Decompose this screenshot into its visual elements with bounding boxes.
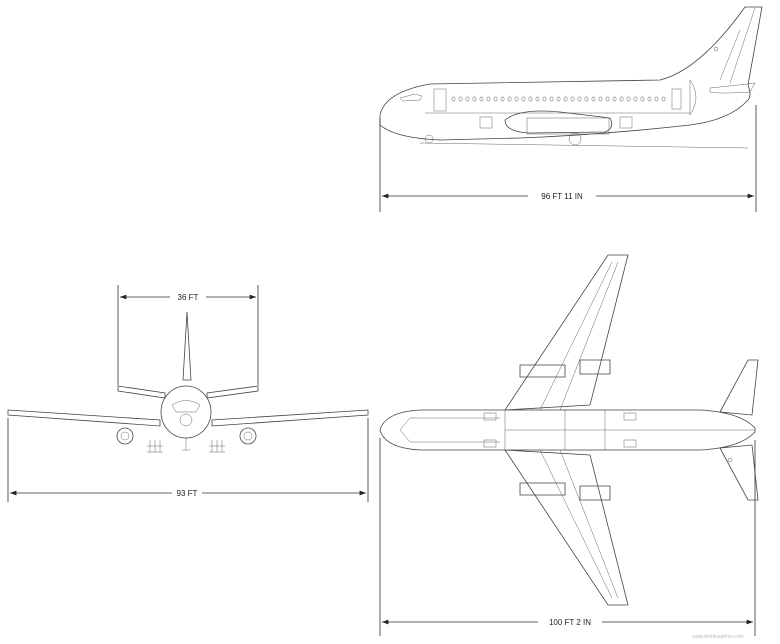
- window-icon: [549, 96, 554, 102]
- window-icon: [451, 96, 456, 102]
- front-view: [7, 311, 369, 453]
- window-icon: [598, 96, 603, 102]
- window-icon: [654, 96, 659, 102]
- window-icon: [528, 96, 533, 102]
- tail-span-label: 36 FT: [178, 293, 199, 302]
- window-icon: [612, 96, 617, 102]
- window-icon: [507, 96, 512, 102]
- window-icon: [465, 96, 470, 102]
- window-icon: [647, 96, 652, 102]
- window-icon: [479, 96, 484, 102]
- side-view: [379, 6, 763, 149]
- side-length-label: 96 FT 11 IN: [541, 192, 583, 201]
- window-icon: [458, 96, 463, 102]
- window-icon: [500, 96, 505, 102]
- window-icon: [626, 96, 631, 102]
- top-length-label: 100 FT 2 IN: [549, 618, 591, 627]
- window-icon: [542, 96, 547, 102]
- watermark: www.theblueprints.com: [692, 634, 743, 640]
- top-view: [379, 254, 759, 606]
- window-icon: [605, 96, 610, 102]
- window-icon: [556, 96, 561, 102]
- window-icon: [640, 96, 645, 102]
- window-icon: [577, 96, 582, 102]
- window-icon: [514, 96, 519, 102]
- window-icon: [584, 96, 589, 102]
- wing-span-label: 93 FT: [177, 489, 198, 498]
- cabin-windows: [451, 96, 666, 102]
- window-icon: [633, 96, 638, 102]
- window-icon: [563, 96, 568, 102]
- window-icon: [570, 96, 575, 102]
- window-icon: [493, 96, 498, 102]
- window-icon: [535, 96, 540, 102]
- window-icon: [619, 96, 624, 102]
- window-icon: [486, 96, 491, 102]
- window-icon: [661, 96, 666, 102]
- window-icon: [521, 96, 526, 102]
- window-icon: [591, 96, 596, 102]
- window-icon: [472, 96, 477, 102]
